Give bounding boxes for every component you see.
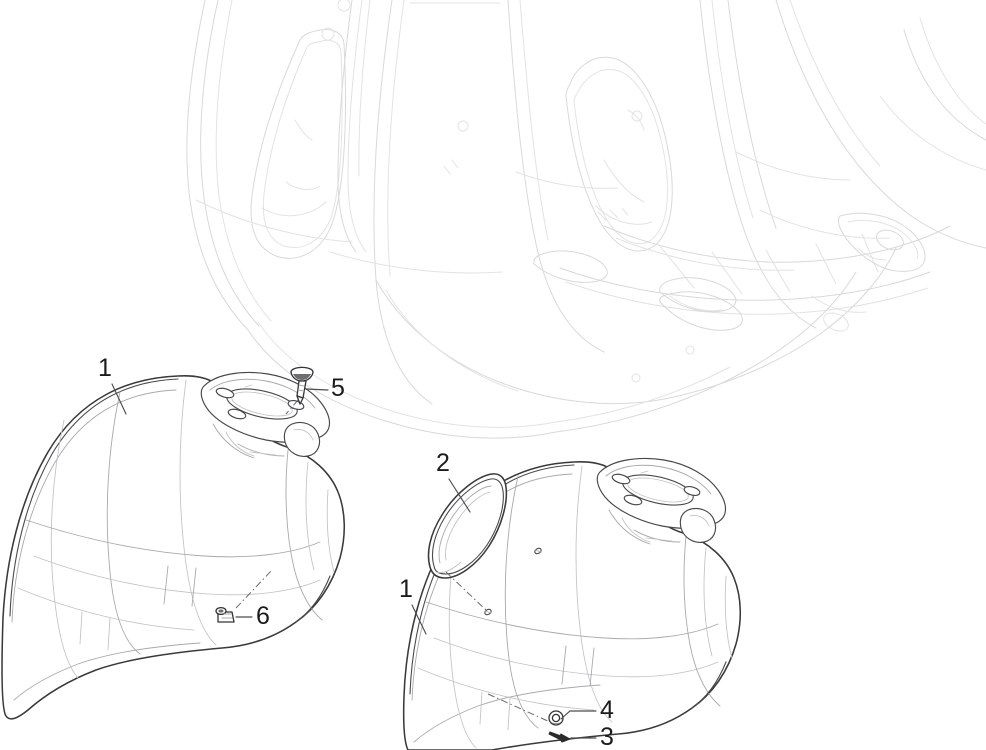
leader-lines [111, 383, 597, 739]
centerline-emblem [445, 571, 488, 612]
leader-2 [448, 478, 471, 513]
part-clip-6 [215, 606, 235, 623]
callout-4: 4 [600, 696, 614, 724]
centerline-hardware-right [487, 693, 551, 723]
part-fender-left [1, 371, 346, 720]
part-screw-3 [548, 731, 572, 743]
callout-1-right: 1 [399, 575, 413, 603]
centerline-screw-left [285, 399, 299, 415]
alignment-centerlines [235, 399, 551, 723]
callout-5: 5 [331, 374, 345, 402]
centerline-clip-left [235, 569, 273, 609]
part-emblem-2 [427, 473, 508, 579]
callout-1-left: 1 [98, 354, 112, 382]
part-washer-4 [548, 710, 564, 726]
callout-6: 6 [256, 602, 270, 630]
leader-1-left [111, 383, 127, 415]
part-screw-5 [290, 366, 314, 405]
callout-2: 2 [436, 449, 450, 477]
ghost-scooter-body [186, 0, 986, 439]
leader-4 [560, 710, 597, 720]
leader-1-right [411, 604, 427, 635]
callout-3: 3 [600, 723, 614, 750]
callout-numbers: 1 5 6 2 1 4 3 [98, 354, 614, 750]
leader-5 [305, 388, 329, 391]
